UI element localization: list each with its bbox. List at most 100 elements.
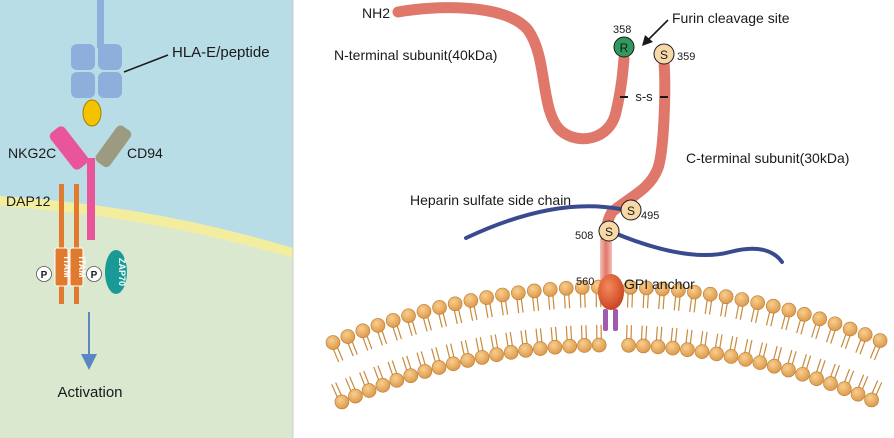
c-terminal-subunit-label: C-terminal subunit(30kDa) [686,150,849,166]
zap70-label: ZAP70 [117,258,127,286]
right-panel: s-s R 358 S 359 S 495 S 508 560 NH2 Furi… [325,2,888,410]
heparin-chain-upper [464,204,622,240]
n-terminus-label: NH2 [362,5,390,21]
lipid-head-outer [765,298,781,314]
lipid-head-inner [850,386,866,402]
nkg2c-label: NKG2C [8,145,56,161]
lipid-head-outer [463,293,479,308]
lipid-head-outer [558,280,574,296]
residue-508-number: 508 [575,230,593,242]
cd94-label: CD94 [127,145,163,161]
arginine-358 [613,36,635,58]
phosphate-left-label: P [41,270,48,281]
lipid-head-inner [503,345,519,360]
itam-right-label: ITAM [77,256,87,277]
lipid-head-inner [864,392,879,408]
lipid-head-outer [812,311,828,327]
dap12-adaptor: ITAM ITAM [54,184,87,304]
residue-359-number: 359 [677,51,695,63]
heparin-chain-lower [610,230,784,264]
lipid-head-inner [577,338,592,353]
lipid-head-inner [460,353,475,368]
lipid-head-inner [795,366,810,382]
lipid-head-outer [702,286,718,302]
phosphate-right-label: P [91,270,98,281]
lipid-head-inner [809,371,824,387]
peptide [82,99,102,127]
lipid-head-outer [385,313,401,328]
ligand-leader-line [123,54,169,73]
zap70-kinase [105,250,127,294]
furin-pointer-arrow [647,19,669,41]
residue-560-number: 560 [576,276,594,288]
lipid-head-inner [348,388,363,404]
lipid-head-outer [574,280,590,295]
itam-left [54,247,69,287]
gpi-lipid-tail-right [613,309,618,331]
gpi-anchor [598,274,624,310]
lipid-head-outer [872,333,888,348]
serine-508 [598,220,620,242]
lipid-head-inner [636,338,651,354]
lipid-head-outer [781,302,797,318]
lipid-head-outer [370,318,386,333]
lipid-head-inner [547,339,563,355]
lipid-bilayer [325,279,888,410]
lipid-head-inner [665,340,681,356]
itam-left-label: ITAM [62,256,72,277]
residue-358-number: 358 [613,24,631,36]
serine-359 [653,43,675,65]
left-panel: HLA-E/peptide NKG2C CD94 ITAM ITAM DAP12… [0,0,294,438]
lipid-head-outer [671,283,686,298]
lipid-head-outer [797,306,812,322]
lipid-head-outer [526,283,542,299]
lipid-head-outer [639,280,654,296]
lipid-head-inner [680,342,695,358]
dap12-label: DAP12 [6,193,51,209]
heparin-chain-label: Heparin sulfate side chain [410,192,571,208]
gpi-anchor-label: GPI anchor [624,276,695,292]
lipid-head-outer [842,321,858,337]
lipid-head-inner [334,394,350,410]
lipid-head-inner [591,337,607,353]
furin-pointer-head [642,35,653,46]
phosphate-right [86,266,102,282]
lipid-head-outer [479,290,494,305]
lipid-head-inner [474,350,490,365]
furin-cleavage-label: Furin cleavage site [672,10,790,26]
lipid-head-inner [752,355,768,370]
lipid-head-inner [694,344,710,359]
lipid-head-outer [750,295,765,310]
lipid-head-outer [687,284,702,300]
lipid-head-inner [709,346,724,362]
lipid-head-outer [325,335,341,350]
activation-label: Activation [57,384,122,401]
lipid-head-outer [416,304,432,319]
disulfide-label: s-s [635,89,653,104]
lipid-head-inner [389,373,405,388]
lipid-head-inner [621,337,636,353]
gpi-linker [600,240,612,280]
lipid-head-outer [495,287,510,303]
cell-membrane [0,196,293,258]
lipid-head-inner [403,368,419,384]
lipid-head-outer [340,329,356,344]
lipid-head-inner [766,358,782,374]
lipid-head-inner [446,356,461,372]
lipid-head-inner [562,338,578,354]
residue-495-number: 495 [641,210,659,222]
lipid-head-inner [375,377,391,393]
lipid-head-inner [738,352,753,367]
lipid-head-outer [827,316,843,332]
gpi-lipid-tail-left [603,309,608,331]
arginine-358-letter: R [620,41,629,55]
lipid-head-inner [781,362,796,378]
lipid-head-inner [650,339,666,355]
lipid-head-inner [431,360,447,375]
lipid-head-outer [718,289,734,304]
phosphate-left [36,266,52,282]
serine-495 [620,199,642,221]
ligand-label: HLA-E/peptide [172,44,270,61]
lipid-head-outer [734,292,750,307]
nkg2c-receptor [49,126,89,170]
